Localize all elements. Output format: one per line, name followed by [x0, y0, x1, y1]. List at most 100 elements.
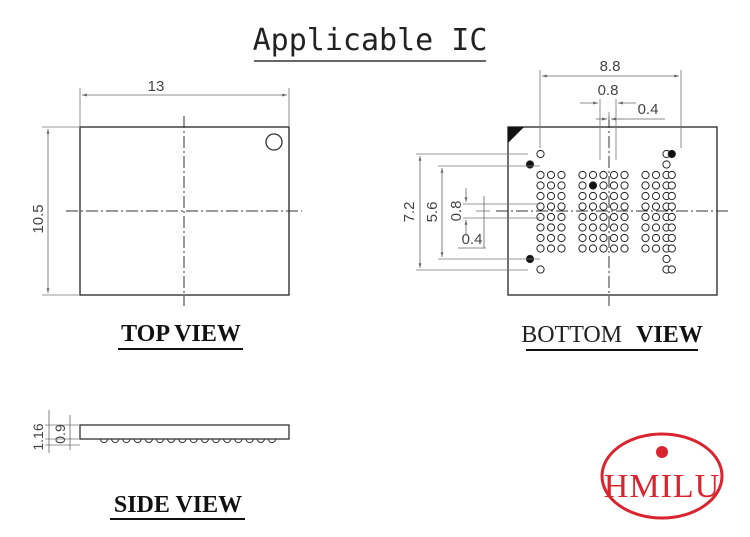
- solder-ball: [599, 212, 608, 222]
- solder-ball: [588, 191, 598, 201]
- solder-ball: [599, 244, 608, 253]
- solder-ball: [641, 212, 650, 222]
- bottom-width-label: 8.8: [600, 58, 621, 75]
- solder-ball: [609, 202, 619, 211]
- solder-ball: [546, 202, 556, 211]
- side-total-label: 1.16: [30, 423, 46, 450]
- solder-ball: [557, 170, 566, 180]
- solder-ball: [641, 202, 650, 211]
- solder-ball: [578, 181, 587, 190]
- bottom-half-pitch-label: 0.4: [638, 101, 659, 118]
- solder-ball: [557, 223, 566, 232]
- solder-ball: [651, 191, 661, 201]
- logo-i-dot-icon: [656, 446, 668, 458]
- side-solder-ball: [178, 438, 187, 444]
- solder-ball: [578, 191, 587, 201]
- bottom-pitch-label: 0.8: [598, 82, 619, 99]
- solder-ball: [599, 170, 608, 180]
- side-solder-ball: [256, 438, 265, 444]
- solder-ball: [641, 170, 650, 180]
- solder-ball: [620, 233, 629, 243]
- solder-ball: [609, 223, 619, 232]
- solder-ball: [578, 212, 587, 222]
- solder-ball: [667, 223, 676, 232]
- solder-ball: [536, 244, 545, 253]
- solder-ball: [578, 223, 587, 232]
- side-solder-ball: [245, 438, 254, 444]
- solder-ball: [662, 160, 671, 169]
- logo-ring: [600, 432, 724, 520]
- hmilu-logo: HMILU: [600, 432, 724, 520]
- solder-ball: [557, 181, 566, 190]
- bottom-view: 8.8 0.8 0.4 7.2 5.6 0.8 0.4: [401, 58, 728, 351]
- solder-ball: [620, 212, 629, 222]
- solder-ball: [651, 212, 661, 222]
- solder-ball: [536, 191, 545, 201]
- bottom-view-caption: BOTTOM VIEW: [521, 322, 703, 348]
- solder-ball: [609, 233, 619, 243]
- side-solder-ball: [211, 438, 221, 444]
- side-body-label: 0.9: [52, 424, 68, 444]
- solder-ball: [546, 244, 556, 253]
- pin1-corner-mark: [508, 127, 524, 143]
- solder-ball: [667, 244, 676, 253]
- bottom-height-inner-label: 5.6: [424, 202, 441, 223]
- side-solder-ball: [189, 438, 198, 444]
- solder-ball: [641, 244, 650, 253]
- side-solder-ball: [167, 438, 176, 444]
- solder-ball: [651, 233, 661, 243]
- solder-ball: [588, 181, 598, 190]
- bottom-view-caption-bold: VIEW: [636, 322, 703, 348]
- solder-ball: [662, 254, 671, 264]
- solder-ball: [667, 265, 676, 274]
- solder-ball: [588, 223, 598, 232]
- ball-grid: [525, 149, 676, 274]
- solder-ball: [588, 233, 598, 243]
- solder-ball: [620, 181, 629, 190]
- side-solder-ball: [144, 438, 153, 444]
- side-solder-ball: [223, 438, 232, 444]
- solder-ball: [536, 149, 545, 159]
- side-solder-ball: [122, 438, 131, 444]
- solder-ball: [546, 223, 556, 232]
- solder-ball: [536, 170, 545, 180]
- solder-ball: [651, 202, 661, 211]
- page-title: Applicable IC: [253, 23, 488, 58]
- solder-ball: [557, 212, 566, 222]
- solder-ball: [599, 223, 608, 232]
- side-solder-ball: [200, 438, 209, 444]
- solder-ball: [536, 202, 545, 211]
- solder-ball: [651, 223, 661, 232]
- side-solder-ball: [155, 438, 165, 444]
- side-view-caption: SIDE VIEW: [114, 492, 242, 518]
- solder-ball: [609, 244, 619, 253]
- solder-ball: [620, 191, 629, 201]
- solder-ball: [546, 191, 556, 201]
- solder-ball: [651, 244, 661, 253]
- solder-ball: [557, 202, 566, 211]
- bottom-height-outer-label: 7.2: [401, 202, 418, 223]
- solder-ball: [641, 233, 650, 243]
- bottom-pitch-v-label: 0.8: [448, 201, 465, 222]
- solder-ball: [557, 233, 566, 243]
- solder-ball: [667, 202, 676, 211]
- solder-ball: [578, 233, 587, 243]
- pin1-marker: [265, 133, 283, 151]
- solder-ball: [525, 160, 535, 169]
- solder-ball: [599, 202, 608, 211]
- solder-ball: [536, 212, 545, 222]
- side-view-package-body: [79, 424, 290, 440]
- solder-ball: [620, 202, 629, 211]
- solder-ball: [651, 181, 661, 190]
- solder-ball: [546, 212, 556, 222]
- side-solder-ball: [133, 438, 142, 444]
- side-view: 1.16 0.9 SIDE VIEW: [30, 410, 290, 520]
- solder-ball: [667, 170, 676, 180]
- solder-ball: [609, 212, 619, 222]
- top-view-caption: TOP VIEW: [121, 321, 241, 347]
- solder-ball: [609, 170, 619, 180]
- top-view: 13 10.5 TOP VIEW: [30, 78, 302, 350]
- solder-ball: [578, 244, 587, 253]
- solder-ball: [641, 191, 650, 201]
- solder-ball: [609, 181, 619, 190]
